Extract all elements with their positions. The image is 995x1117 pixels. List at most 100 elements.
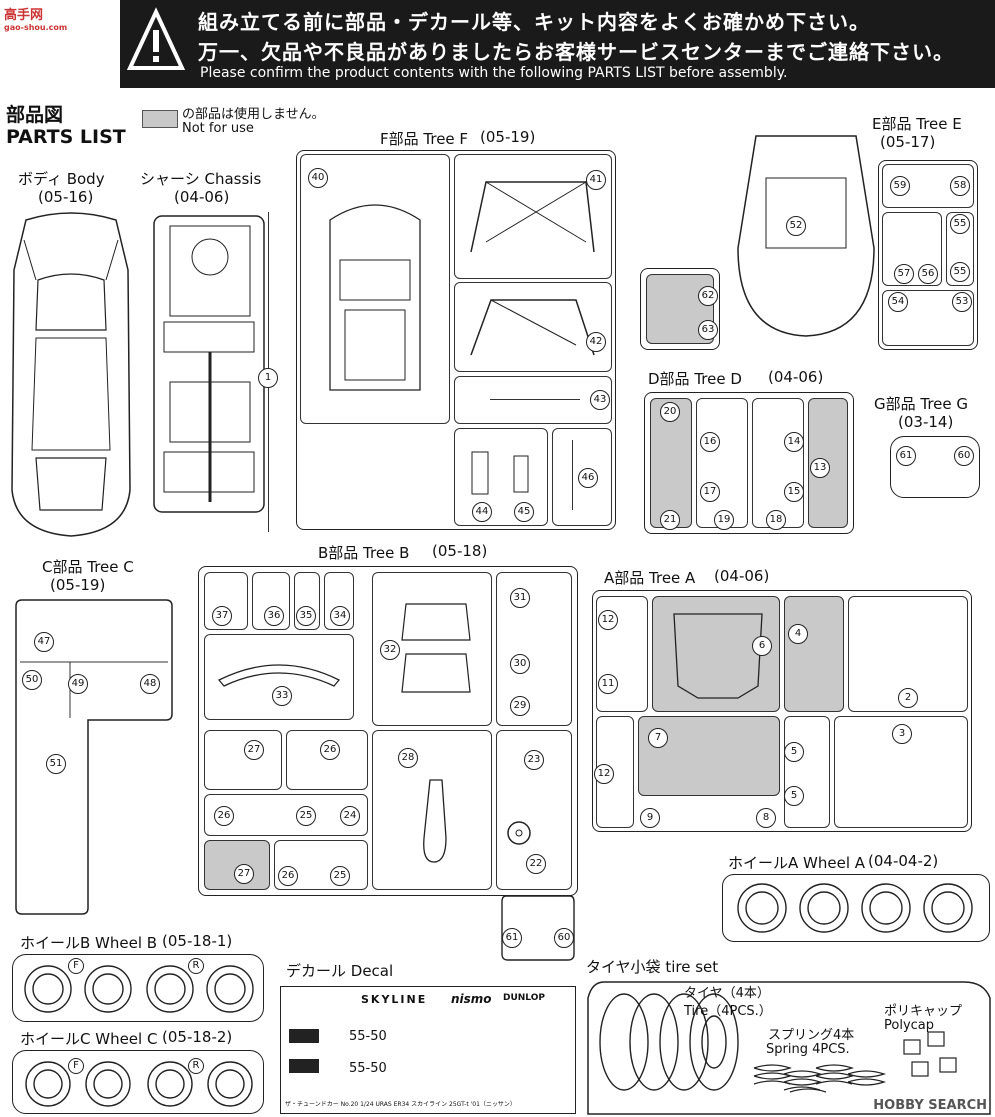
chassis-code: (04-06) xyxy=(174,188,230,206)
tree-f-frame xyxy=(296,150,616,530)
wheel-a-label: ホイールA Wheel A xyxy=(728,854,866,872)
tree-e-cell xyxy=(882,290,974,346)
part-number: 49 xyxy=(68,674,88,694)
wheel-a-drawing xyxy=(737,883,973,933)
part-number: 8 xyxy=(756,808,776,828)
part-number: 47 xyxy=(34,632,54,652)
part-number: 26 xyxy=(278,866,298,886)
part-number: 20 xyxy=(660,402,680,422)
part-number: 27 xyxy=(244,740,264,760)
tree-d-frame xyxy=(644,392,854,534)
part-number: 12 xyxy=(594,764,614,784)
rod-part xyxy=(572,440,573,510)
part-number: 40 xyxy=(308,168,328,188)
part-number: 50 xyxy=(22,670,42,690)
part-number: 53 xyxy=(952,292,972,312)
parts-list-title-jp: 部品図 xyxy=(6,104,64,126)
interior-tub-drawing xyxy=(329,204,421,391)
wheel-c-label: ホイールC Wheel C xyxy=(20,1030,158,1048)
part-number: 5 xyxy=(784,786,804,806)
rear-mark: R xyxy=(188,958,204,974)
tree-b-cell xyxy=(286,730,368,790)
polycap-label-jp: ポリキャップ xyxy=(884,1004,963,1019)
tree-b-cell xyxy=(496,730,572,890)
decal-plate-1: 55-50 xyxy=(349,1029,387,1044)
part-number: 24 xyxy=(340,806,360,826)
tree-b-tab xyxy=(501,895,575,961)
decal-nismo: nismo xyxy=(451,992,492,1006)
decal-sheet: SKYLINE nismo DUNLOP 55-50 55-50 ザ・チューンド… xyxy=(280,986,576,1114)
wheel-c-drawing xyxy=(25,1061,253,1107)
tree-e-side-frame xyxy=(640,268,720,350)
tree-b-cell xyxy=(496,572,572,726)
part-number: 5 xyxy=(784,742,804,762)
decal-dunlop: DUNLOP xyxy=(503,993,545,1003)
tree-g-frame xyxy=(890,436,980,498)
tire-label-en: Tire（4PCS.） xyxy=(684,1004,772,1019)
tree-b-cell xyxy=(204,794,368,836)
tree-b-cell xyxy=(294,572,320,630)
tree-f-cell xyxy=(454,282,612,372)
tree-b-cell xyxy=(372,730,492,890)
part-number: 1 xyxy=(258,368,278,388)
tree-b-frame xyxy=(198,566,578,896)
wheel-b-code: (05-18-1) xyxy=(162,932,233,950)
part-number: 16 xyxy=(700,432,720,452)
part-number: 33 xyxy=(272,686,292,706)
part-number: 3 xyxy=(892,724,912,744)
part-number: 17 xyxy=(700,482,720,502)
warning-header: 組み立てる前に部品・デカール等、キット内容をよくお確かめ下さい。 万一、欠品や不… xyxy=(120,0,995,88)
tree-d-cell xyxy=(752,398,804,528)
front-mark: F xyxy=(68,958,84,974)
tree-a-cell xyxy=(834,716,968,828)
roll-bar-drawing xyxy=(470,299,595,356)
tree-c-code: (05-19) xyxy=(50,576,106,594)
part-number: 42 xyxy=(586,332,606,352)
tree-e-cell xyxy=(882,212,942,286)
tree-b-code: (05-18) xyxy=(432,542,488,560)
tree-e-label: E部品 Tree E xyxy=(872,115,962,133)
watermark: HOBBY SEARCH xyxy=(873,1098,987,1113)
part-number: 60 xyxy=(954,446,974,466)
site-logo: 高手网 gao-shou.com xyxy=(4,4,67,32)
tree-b-cell xyxy=(274,840,368,890)
tree-b-cell xyxy=(204,572,248,630)
window-part-drawing xyxy=(737,135,875,337)
part-number: 57 xyxy=(894,264,914,284)
tree-d-code: (04-06) xyxy=(768,368,824,386)
tree-b-cell xyxy=(204,634,354,720)
part-number: 44 xyxy=(472,502,492,522)
part-number: 6 xyxy=(752,636,772,656)
tree-e-code: (05-17) xyxy=(880,133,936,151)
wheel-c-code: (05-18-2) xyxy=(162,1028,233,1046)
tree-b-cell xyxy=(324,572,354,630)
tree-f-cell xyxy=(300,154,450,424)
spring-label-jp: スプリング4本 xyxy=(768,1028,855,1043)
part-number: 13 xyxy=(810,458,830,478)
part-number: 55 xyxy=(950,214,970,234)
header-line-1: 組み立てる前に部品・デカール等、キット内容をよくお確かめ下さい。 xyxy=(198,10,870,34)
header-line-2: 万一、欠品や不良品がありましたらお客様サービスセンターまでご連絡下さい。 xyxy=(198,40,954,64)
tree-e-cell xyxy=(882,164,974,208)
decal-uras-block xyxy=(289,1029,319,1043)
part-number: 55 xyxy=(950,262,970,282)
tree-a-cell xyxy=(596,596,648,712)
decal-label: デカール Decal xyxy=(286,962,394,980)
steering-column-drawing xyxy=(423,779,447,863)
decal-skyline: SKYLINE xyxy=(361,993,428,1006)
decal-plate-2: 55-50 xyxy=(349,1061,387,1076)
steering-wheel-drawing xyxy=(507,821,531,845)
rear-wing-drawing xyxy=(217,664,341,687)
tree-b-cell xyxy=(204,730,282,790)
part-number: 7 xyxy=(648,728,668,748)
not-for-use-swatch xyxy=(142,110,178,128)
part-number: 15 xyxy=(784,482,804,502)
part-number: 56 xyxy=(918,264,938,284)
part-number: 4 xyxy=(788,624,808,644)
part-number: 26 xyxy=(214,806,234,826)
wheel-b-frame xyxy=(12,954,264,1022)
logo-text: 高手网 xyxy=(4,8,44,23)
tree-d-cell xyxy=(696,398,748,528)
part-number: 14 xyxy=(784,432,804,452)
roll-cage-drawing xyxy=(470,181,595,253)
